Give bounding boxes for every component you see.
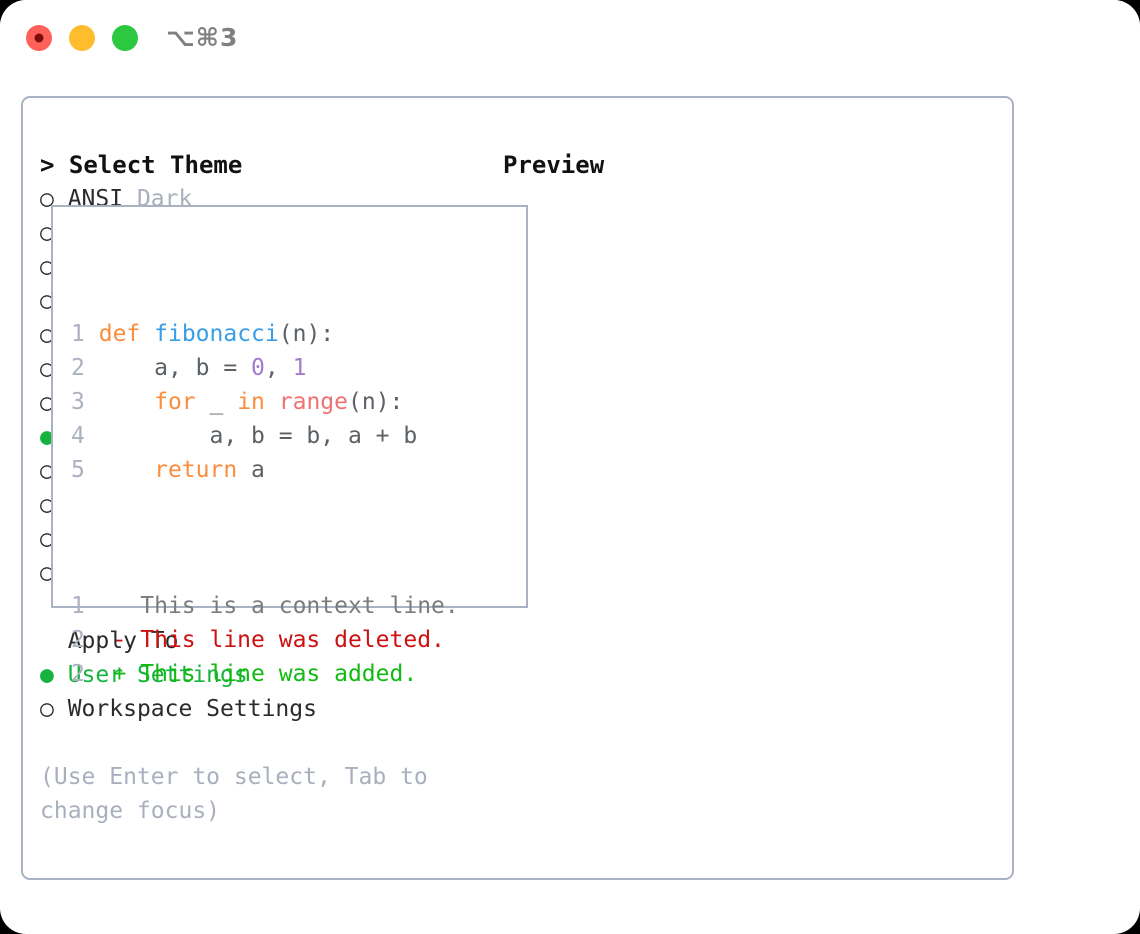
keyboard-shortcut-label: ⌥⌘3: [166, 23, 239, 52]
line-number: 5: [71, 457, 85, 483]
code-token: 0: [251, 355, 265, 381]
code-token: [140, 321, 154, 347]
code-token: a: [237, 457, 265, 483]
apply-to-header: Apply To: [40, 628, 179, 654]
code-token: in: [237, 389, 265, 415]
radio-unselected-icon: ○: [40, 356, 54, 382]
maximize-button[interactable]: [112, 25, 138, 51]
code-token: for: [154, 389, 196, 415]
diff-marker: [85, 593, 140, 619]
radio-unselected-icon: ○: [40, 322, 54, 348]
diff-text: This line was deleted.: [140, 627, 445, 653]
line-number: 4: [71, 423, 85, 449]
diff-marker: +: [84, 661, 141, 687]
diff-lines: 1 This is a context line.2 - This line w…: [71, 589, 459, 691]
code-token: ,: [264, 355, 293, 381]
line-number: 2: [71, 627, 85, 653]
code-line: 3 for _ in range(n):: [71, 385, 459, 419]
code-token: [265, 389, 279, 415]
code-token: return: [154, 457, 238, 483]
radio-selected-icon: ●: [40, 424, 54, 450]
code-line: 4 a, b = b, a + b: [71, 419, 459, 453]
radio-unselected-icon: ○: [40, 458, 54, 484]
line-number: 1: [71, 593, 85, 619]
select-theme-header: > Select Theme: [40, 151, 243, 179]
diff-text: This is a context line.: [140, 593, 459, 619]
preview-header: Preview: [503, 151, 605, 179]
apply-to-option-user-settings[interactable]: ● User Settings: [40, 658, 480, 692]
radio-unselected-icon: ○: [40, 220, 54, 246]
code-line: 2 a, b = 0, 1: [71, 351, 459, 385]
apply-to-option-label: User Settings: [67, 662, 248, 688]
radio-unselected-icon: ○: [40, 560, 54, 586]
code-token: fibonacci: [154, 321, 279, 347]
window-controls: [26, 25, 138, 51]
apply-to-option-workspace-settings[interactable]: ○ Workspace Settings: [40, 692, 480, 726]
code-token: a, b = b, a + b: [84, 423, 418, 449]
radio-unselected-icon: ○: [40, 288, 54, 314]
preview-panel: Preview: [503, 148, 1003, 182]
diff-text: This line was added.: [140, 661, 418, 687]
code-token: (n):: [278, 321, 335, 347]
theme-picker-card: > Select Theme ○ ANSI Dark○ Atom One Dar…: [21, 96, 1014, 880]
code-token: 1: [292, 355, 307, 381]
close-button[interactable]: [26, 25, 52, 51]
apply-to-option-label: Workspace Settings: [67, 696, 317, 722]
diff-line-added: 2 + This line was added.: [71, 657, 459, 691]
radio-unselected-icon: ○: [40, 526, 54, 552]
line-number: 2: [71, 355, 85, 381]
radio-unselected-icon: ○: [40, 390, 54, 416]
code-token: [85, 321, 99, 347]
code-token: [85, 389, 154, 415]
radio-unselected-icon: ○: [40, 492, 54, 518]
line-number: 1: [71, 321, 85, 347]
diff-marker: -: [84, 627, 141, 653]
code-token: def: [98, 321, 141, 347]
radio-selected-icon: ●: [40, 662, 68, 688]
line-number: 3: [71, 389, 85, 415]
radio-unselected-icon: ○: [40, 696, 68, 722]
diff-line-context: 1 This is a context line.: [71, 589, 459, 623]
code-line: 1 def fibonacci(n):: [71, 317, 459, 351]
apply-to-list[interactable]: ● User Settings○ Workspace Settings: [40, 658, 480, 726]
code-token: [85, 457, 154, 483]
code-token: range: [278, 389, 349, 415]
code-token: a, b =: [84, 355, 252, 381]
code-token: _: [195, 389, 238, 415]
title-bar: ⌥⌘3: [0, 0, 1140, 78]
minimize-button[interactable]: [69, 25, 95, 51]
line-number: 2: [71, 661, 85, 687]
code-token: (n):: [348, 389, 404, 415]
keyboard-hint-text: (Use Enter to select, Tab to change focu…: [40, 764, 442, 824]
code-line: 5 return a: [71, 453, 459, 487]
diff-line-deleted: 2 - This line was deleted.: [71, 623, 459, 657]
radio-unselected-icon: ○: [40, 254, 54, 280]
radio-unselected-icon: ○: [40, 186, 68, 212]
